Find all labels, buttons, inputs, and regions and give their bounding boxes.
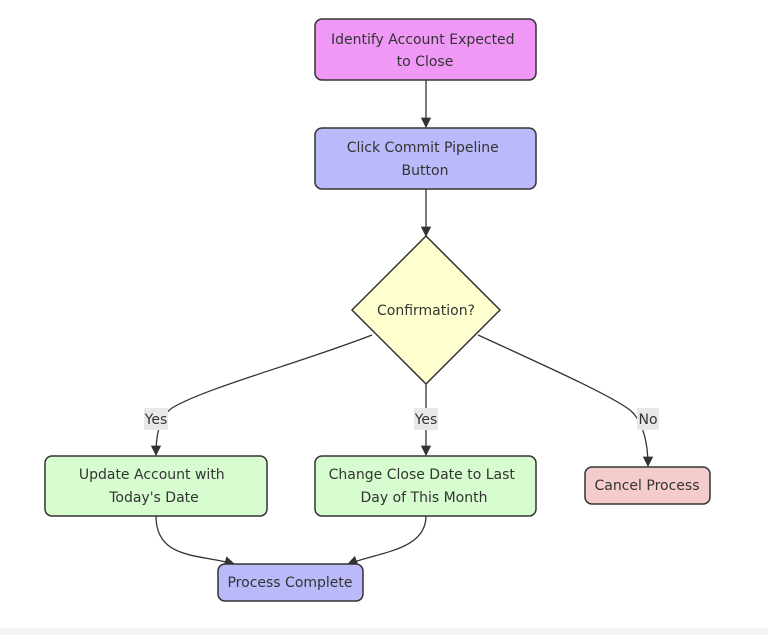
node-label-line: Process Complete bbox=[227, 575, 352, 591]
edge-label-text: Yes bbox=[414, 412, 438, 428]
edge-label-text: No bbox=[638, 412, 657, 428]
edges bbox=[150, 80, 654, 567]
node-label-line: to Close bbox=[397, 54, 454, 70]
node-label: Click Commit Pipeline Button bbox=[347, 140, 504, 179]
node-shape bbox=[350, 234, 502, 386]
node-label: Confirmation? bbox=[377, 303, 475, 319]
edge-confirm-to-update bbox=[150, 334, 373, 457]
node-label: Update Account with Today's Date bbox=[79, 467, 229, 506]
edge-label-yes-left: Yes bbox=[144, 408, 168, 430]
node-shape bbox=[314, 455, 537, 517]
edge-label-bg bbox=[414, 408, 438, 430]
node-update-account[interactable]: Update Account with Today's Date bbox=[44, 455, 268, 517]
node-click-commit[interactable]: Click Commit Pipeline Button bbox=[314, 127, 537, 190]
edge-label-bg bbox=[144, 408, 168, 430]
edge-update-to-complete bbox=[155, 515, 235, 567]
edge-label-bg bbox=[637, 408, 659, 430]
node-label-line: Change Close Date to Last bbox=[329, 467, 516, 483]
node-label-line: Cancel Process bbox=[595, 478, 700, 494]
node-label-line: Click Commit Pipeline bbox=[347, 140, 499, 156]
node-cancel-process[interactable]: Cancel Process bbox=[584, 466, 711, 505]
node-label-line: Today's Date bbox=[108, 490, 199, 506]
node-label: Process Complete bbox=[227, 575, 352, 591]
node-label-line: Identify Account Expected bbox=[331, 32, 515, 48]
node-shape bbox=[584, 466, 711, 505]
node-label-line: Update Account with bbox=[79, 467, 225, 483]
node-shape bbox=[217, 563, 364, 602]
node-shape bbox=[44, 455, 268, 517]
node-label: Change Close Date to Last Day of This Mo… bbox=[329, 467, 520, 506]
node-change-close-date[interactable]: Change Close Date to Last Day of This Mo… bbox=[314, 455, 537, 517]
edge-confirm-to-cancel bbox=[477, 334, 654, 468]
node-shape bbox=[314, 18, 537, 81]
node-label-line: Day of This Month bbox=[361, 490, 488, 506]
edge-label-yes-mid: Yes bbox=[414, 408, 438, 430]
bottom-band bbox=[0, 628, 768, 635]
node-label: Identify Account Expected to Close bbox=[331, 32, 519, 70]
node-identify-account[interactable]: Identify Account Expected to Close bbox=[314, 18, 537, 81]
edge-label-text: Yes bbox=[144, 412, 168, 428]
node-shape bbox=[314, 127, 537, 190]
edge-change-to-complete bbox=[347, 515, 427, 566]
edge-label-no: No bbox=[637, 408, 659, 430]
node-label: Cancel Process bbox=[595, 478, 700, 494]
node-confirmation-decision[interactable]: Confirmation? bbox=[350, 234, 502, 386]
node-label-line: Button bbox=[402, 163, 449, 179]
node-label-line: Confirmation? bbox=[377, 303, 475, 319]
node-process-complete[interactable]: Process Complete bbox=[217, 563, 364, 602]
